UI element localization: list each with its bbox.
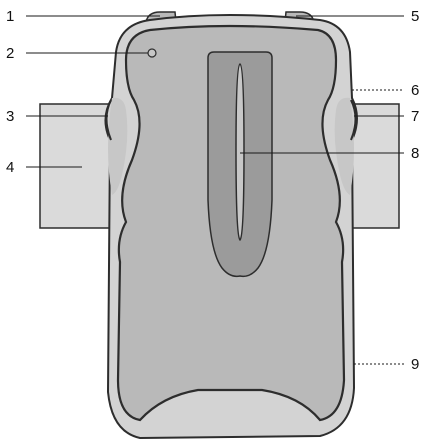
left-side-button bbox=[105, 99, 112, 141]
callout-5: 5 bbox=[411, 8, 419, 25]
callout-3: 3 bbox=[6, 108, 14, 125]
callout-8: 8 bbox=[411, 145, 419, 162]
right-side-button bbox=[350, 99, 357, 141]
callout-9: 9 bbox=[411, 356, 419, 373]
callout-1: 1 bbox=[6, 8, 14, 25]
callout-7: 7 bbox=[411, 108, 419, 125]
indicator-dot bbox=[147, 48, 157, 58]
leader-lines bbox=[26, 15, 404, 365]
center-slot bbox=[235, 63, 245, 242]
right-grip bbox=[334, 97, 354, 195]
callout-4: 4 bbox=[6, 159, 14, 176]
left-grip bbox=[108, 97, 128, 195]
callout-2: 2 bbox=[6, 45, 14, 62]
callout-6: 6 bbox=[411, 82, 419, 99]
